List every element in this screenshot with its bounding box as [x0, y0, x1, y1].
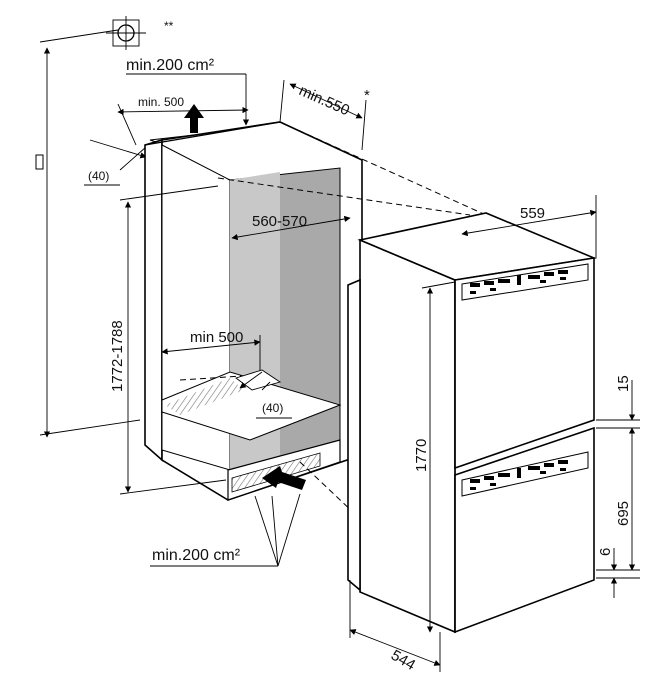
lower-door-label: 695: [615, 501, 632, 526]
min500-inner-label: min 500: [190, 329, 243, 346]
gap40-top-label: (40): [88, 169, 109, 183]
niche-height-dimension: 1772-1788: [109, 185, 227, 495]
appliance-height-label: 1770: [413, 439, 430, 472]
appliance-depth-label: 544: [388, 647, 418, 674]
arrow-up-icon: [184, 104, 204, 133]
double-asterisk-label: **: [164, 19, 174, 33]
min500-inner-dimension: min 500 (40): [161, 329, 292, 419]
door-gap-label: 15: [615, 375, 632, 392]
niche-width-dimension: 560-570: [231, 213, 351, 241]
asterisk-label: *: [364, 87, 370, 104]
vent-bottom-label: min.200 cm²: [152, 547, 241, 564]
appliance-width-label: 559: [520, 205, 545, 222]
niche-height-label: 1772-1788: [109, 320, 126, 392]
depth-min-label: min.550: [296, 82, 352, 119]
appliance-height-dimension: 1770: [413, 281, 456, 633]
overall-height-dimension: [35, 29, 141, 438]
base-gap-label: 6: [597, 548, 614, 556]
niche-width-label: 560-570: [252, 213, 307, 230]
level-icon: [106, 16, 146, 50]
min500-top-label: min. 500: [138, 95, 184, 109]
door-dimensions: 15 695 6: [596, 375, 640, 598]
gap40-inner-label: (40): [262, 401, 283, 415]
vent-top-label: min.200 cm²: [126, 57, 215, 74]
arrow-in-icon: [262, 466, 306, 490]
niche-cabinet: [144, 121, 363, 501]
appliance-width-dimension: 559: [461, 195, 597, 258]
appliance: [347, 212, 597, 634]
